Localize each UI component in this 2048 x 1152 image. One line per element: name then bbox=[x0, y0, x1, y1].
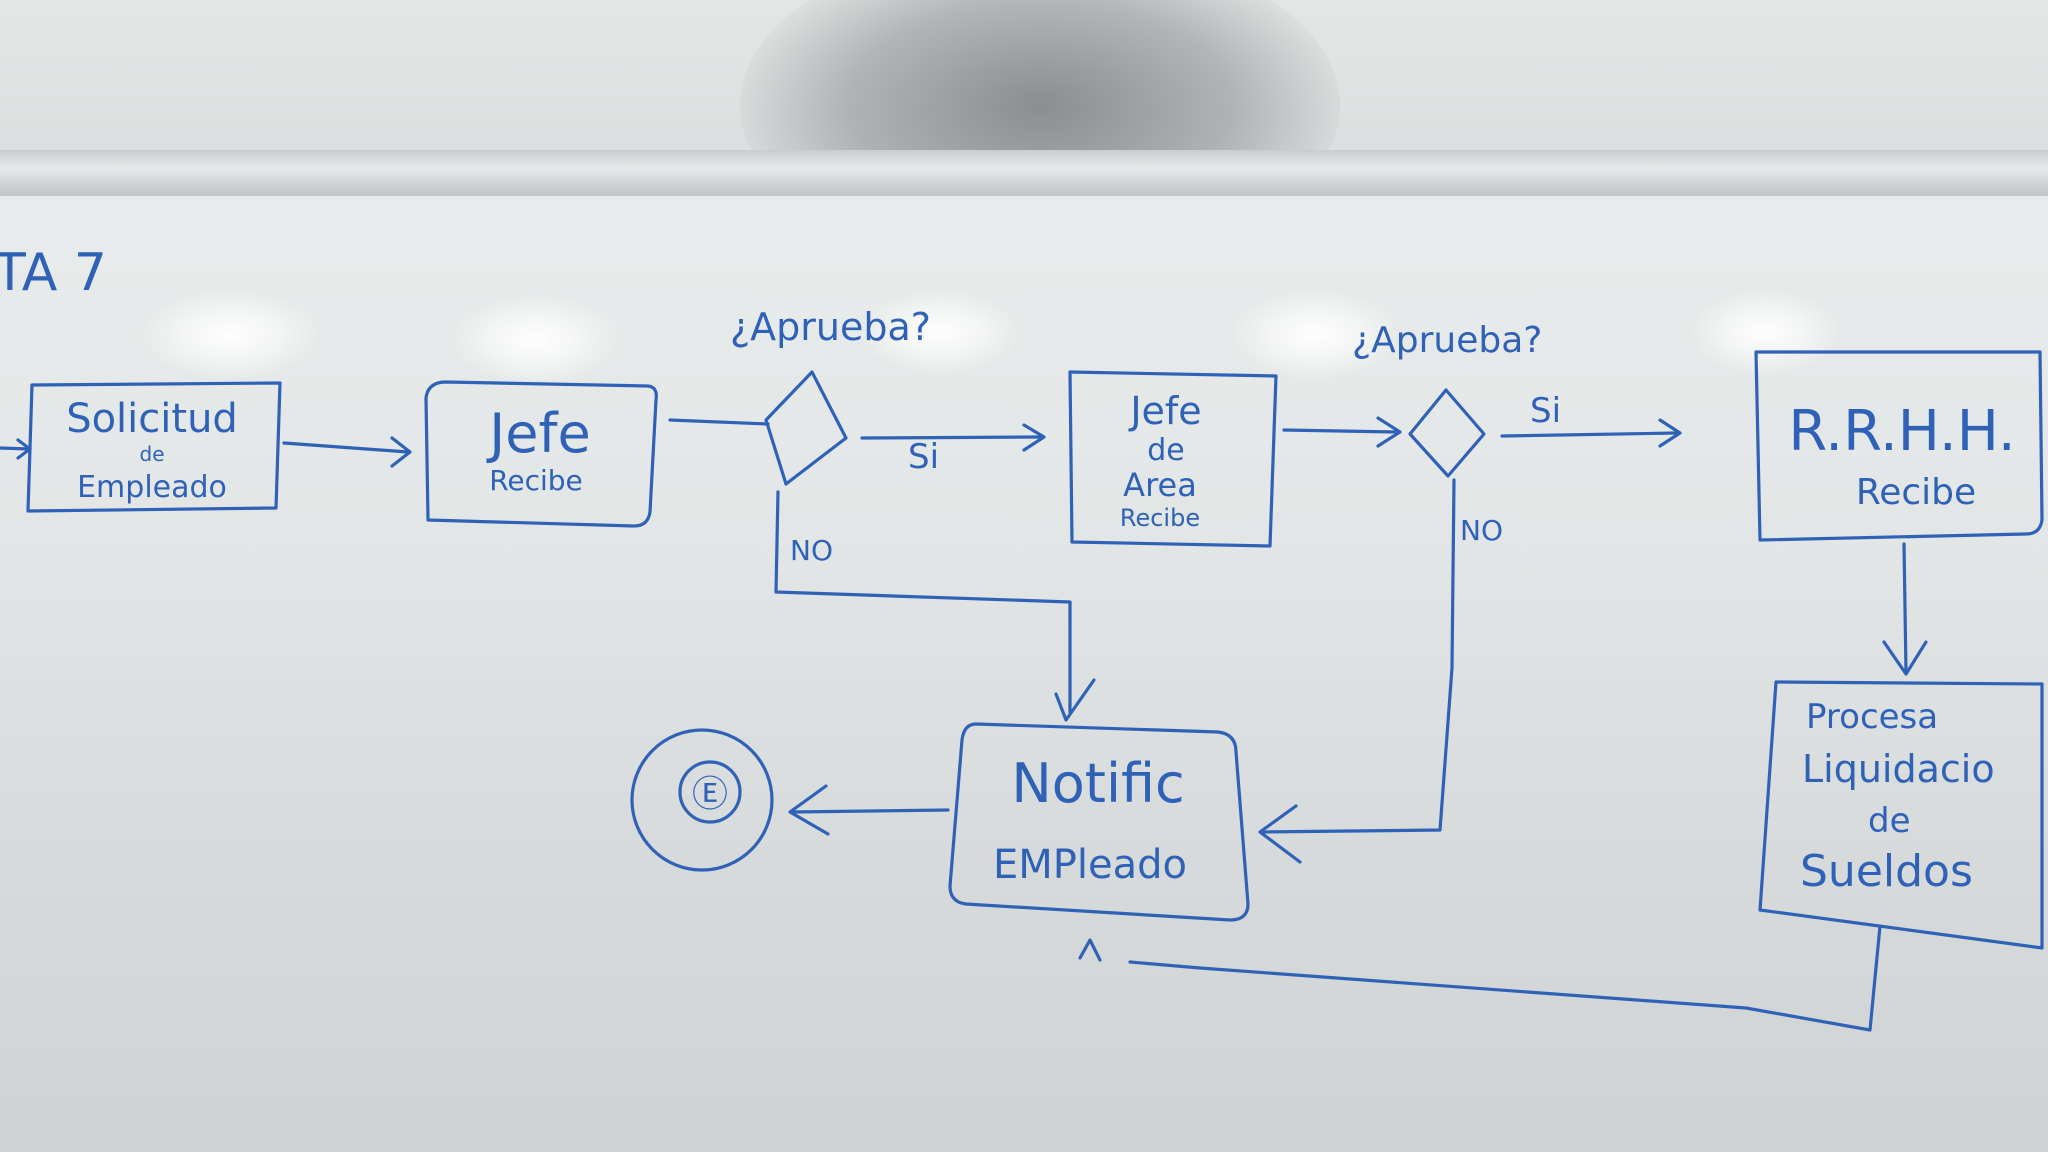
node-text: de bbox=[1147, 433, 1185, 468]
node-solicitud-empleado: Solicitud de Empleado bbox=[26, 381, 282, 513]
decision-question: ¿Aprueba? bbox=[1352, 320, 1542, 361]
node-text: Recibe bbox=[489, 464, 583, 497]
edge-decision2-yes: Si bbox=[1500, 391, 1682, 448]
edge-label: NO bbox=[1460, 514, 1503, 547]
node-text: Jefe bbox=[486, 402, 590, 465]
edge-notific-end bbox=[788, 784, 950, 836]
page-label: TA 7 bbox=[0, 243, 107, 303]
node-text: Area bbox=[1123, 466, 1197, 504]
node-text: Recibe bbox=[1120, 504, 1200, 532]
edge-rrhh-procesa bbox=[1882, 542, 1928, 676]
node-text: Notific bbox=[1011, 752, 1184, 815]
node-decision-2: ¿Aprueba? bbox=[1352, 320, 1542, 478]
node-text: Liquidacio bbox=[1802, 747, 1995, 791]
node-text: Sueldos bbox=[1800, 846, 1973, 897]
incoming-arrow bbox=[0, 438, 32, 460]
node-text: Recibe bbox=[1856, 472, 1976, 513]
edge-jefe-decision1 bbox=[668, 418, 770, 426]
node-text: Empleado bbox=[77, 470, 227, 505]
node-text: R.R.H.H. bbox=[1788, 399, 2015, 464]
light-glare bbox=[140, 290, 320, 380]
edge-solicitud-jefe bbox=[282, 436, 412, 468]
node-text: Jefe bbox=[1128, 389, 1201, 433]
end-symbol: Ⓔ bbox=[692, 774, 728, 815]
node-jefe: Jefe Recibe bbox=[424, 380, 658, 528]
light-glare bbox=[860, 290, 1020, 375]
decision-question: ¿Aprueba? bbox=[730, 305, 931, 349]
whiteboard-frame bbox=[0, 150, 2048, 196]
light-glare bbox=[1690, 290, 1840, 375]
node-end: Ⓔ bbox=[630, 728, 774, 872]
edge-label: NO bbox=[790, 534, 833, 567]
node-procesa: Procesa Liquidacio de Sueldos bbox=[1758, 680, 2044, 950]
light-glare bbox=[1230, 290, 1400, 380]
light-glare bbox=[450, 295, 620, 385]
node-text: de bbox=[140, 442, 165, 466]
node-text: Procesa bbox=[1806, 697, 1938, 737]
edge-decision2-no: NO bbox=[1258, 478, 1503, 864]
node-text: EMPleado bbox=[993, 842, 1187, 888]
node-jefe-area: Jefe de Area Recibe bbox=[1068, 370, 1278, 548]
edge-label: Si bbox=[908, 437, 939, 477]
node-text: Solicitud bbox=[66, 396, 238, 442]
edge-procesa-notific bbox=[1078, 924, 1882, 1032]
edge-decision1-no: NO bbox=[774, 490, 1096, 722]
edge-decision1-yes: Si bbox=[860, 423, 1046, 477]
node-notific-empleado: Notific EMPleado bbox=[948, 722, 1250, 922]
node-rrhh: R.R.H.H. Recibe bbox=[1754, 350, 2044, 542]
node-text: de bbox=[1868, 801, 1911, 841]
edge-label: Si bbox=[1530, 391, 1561, 431]
edge-jefe-area-decision2 bbox=[1282, 416, 1402, 448]
node-decision-1: ¿Aprueba? bbox=[730, 305, 931, 486]
